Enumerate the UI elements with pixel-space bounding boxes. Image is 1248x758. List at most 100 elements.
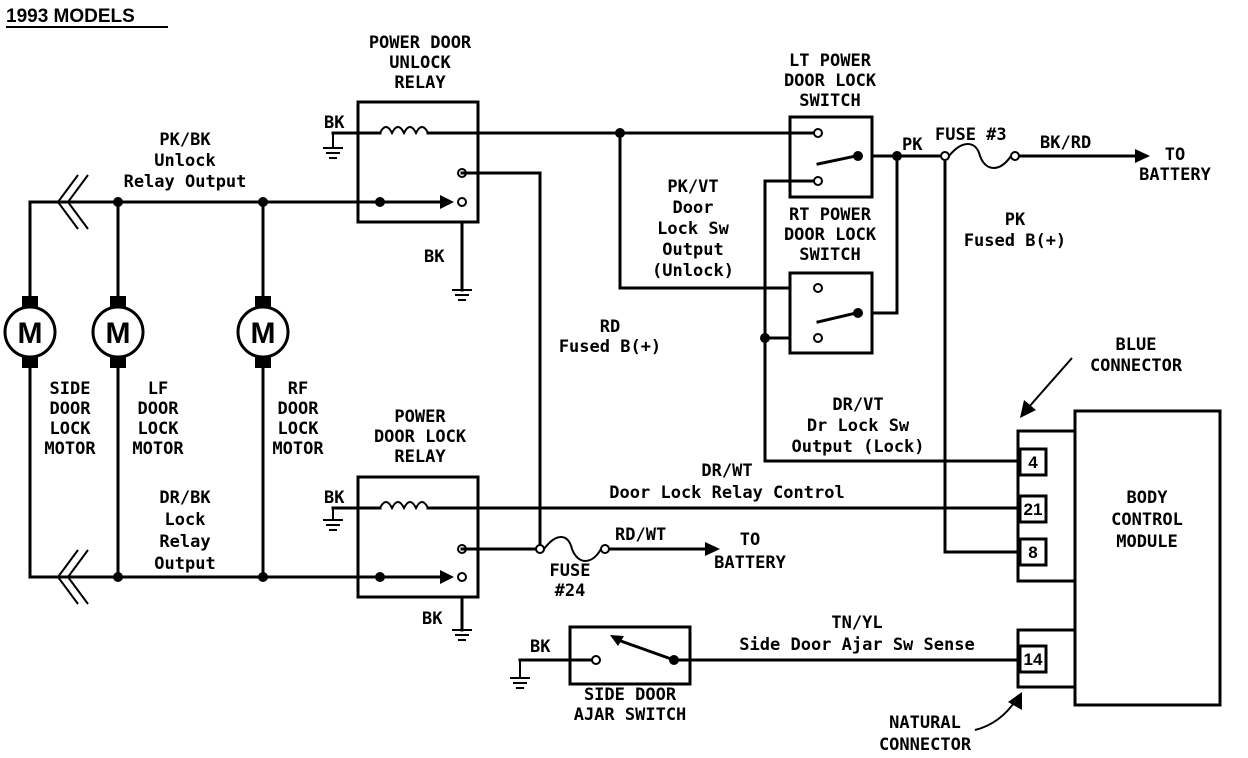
bcm-label: MODULE <box>1116 532 1177 552</box>
switch-pivot <box>853 308 863 318</box>
grounds <box>323 133 530 689</box>
side-motor-label: MOTOR <box>44 439 96 459</box>
bcm-label: BODY <box>1127 488 1169 508</box>
splice-rf-unlock <box>258 197 268 207</box>
chevron-icon <box>66 174 89 230</box>
switch-arrow-icon <box>610 635 624 646</box>
contact-dot <box>375 197 385 207</box>
splice-rf-lock <box>258 572 268 582</box>
wire-label-pk-vt: Output <box>662 240 723 260</box>
blue-connector-label: CONNECTOR <box>1090 356 1183 376</box>
wire-label-tn-yl: Side Door Ajar Sw Sense <box>739 635 974 655</box>
ground-label: BK <box>422 609 443 629</box>
lock-relay-label: POWER <box>394 407 446 427</box>
wire-label-pk-vt: PK/VT <box>667 177 718 197</box>
bcm-pin-4: 4 <box>1028 453 1038 472</box>
motor-brush-icon <box>110 356 126 368</box>
ajar-switch-box <box>568 625 692 686</box>
blue-connector-label: BLUE <box>1116 335 1157 355</box>
motor-icon <box>236 305 290 359</box>
unlock-relay-label: RELAY <box>394 73 446 93</box>
fuse-24 <box>535 536 610 562</box>
lt-switch-label: DOOR LOCK <box>784 71 877 91</box>
callout-line <box>1027 357 1073 409</box>
ground-label: BK <box>424 247 445 267</box>
bcm-label: CONTROL <box>1111 510 1183 530</box>
natural-connector-label: NATURAL <box>889 713 961 733</box>
natural-connector-label: CONNECTOR <box>879 735 972 755</box>
fuse-3 <box>940 143 1020 169</box>
callout-line <box>974 699 1017 731</box>
contact-terminal <box>457 572 467 582</box>
wire-label-pk-vt: Lock Sw <box>657 219 729 239</box>
arrow-icon <box>1135 149 1150 163</box>
wire-label-rd: RD <box>600 317 620 337</box>
contact-terminal <box>457 197 467 207</box>
wire-label-dr-vt: DR/VT <box>832 395 883 415</box>
motor-labels: SIDE DOOR LOCK MOTOR LF DOOR LOCK MOTOR … <box>44 379 324 459</box>
splice-lf-lock <box>113 572 123 582</box>
lf-motor-label: MOTOR <box>132 439 184 459</box>
fuse-terminal <box>600 544 610 554</box>
side-motor-label: DOOR <box>50 399 92 419</box>
wire-label-rd-wt: RD/WT <box>615 525 666 545</box>
motor-symbol: M <box>251 317 276 350</box>
splice-dr-vt <box>760 333 770 343</box>
wire-label-dr-bk: DR/BK <box>159 488 211 508</box>
lf-motor-label: LF <box>148 379 168 399</box>
wire-label-pk-fused: PK <box>1005 210 1026 230</box>
arrow-icon <box>1020 400 1036 418</box>
wire-rd-fused <box>460 171 542 551</box>
lt-switch-label: LT POWER <box>789 51 872 71</box>
unlock-relay <box>356 100 480 224</box>
splices <box>113 128 902 582</box>
fuse-terminal <box>940 151 950 161</box>
ground-label: BK <box>324 488 345 508</box>
bcm-pin-14: 14 <box>1024 650 1043 669</box>
connector-chevrons <box>56 174 89 605</box>
wire-label-tn-yl: TN/YL <box>831 613 882 633</box>
motor-symbol: M <box>18 317 43 350</box>
chevron-icon <box>56 549 79 605</box>
motor-brush-icon <box>255 356 271 368</box>
side-motor-label: LOCK <box>50 419 92 439</box>
wire-label-pk-bk: Relay Output <box>124 172 247 192</box>
wire-label-pk: PK <box>902 135 923 155</box>
unlock-relay-label: UNLOCK <box>389 53 451 73</box>
ajar-switch <box>568 625 692 686</box>
rt-switch-label: SWITCH <box>799 245 860 265</box>
fuse-24-label: FUSE <box>550 561 591 581</box>
wire-label-dr-bk: Relay <box>159 532 210 552</box>
ajar-switch-label: SIDE DOOR <box>584 685 677 705</box>
contact-arrow-icon <box>440 195 454 209</box>
rf-motor-label: DOOR <box>278 399 320 419</box>
motor-icon <box>91 305 145 359</box>
fuse-terminal <box>1010 151 1020 161</box>
wire-pk-fused <box>943 154 1020 554</box>
chevron-icon <box>56 174 79 230</box>
switch-terminal <box>813 128 823 138</box>
body-control-module <box>1016 409 1222 707</box>
fuse-icon <box>543 536 602 562</box>
unlock-relay-label: POWER DOOR <box>369 33 472 53</box>
wire-label-dr-bk: Lock <box>165 510 206 530</box>
to-battery-label: TO <box>1165 145 1185 165</box>
lock-relay-label: DOOR LOCK <box>374 427 467 447</box>
diagram-title: 1993 MODELS <box>6 6 135 27</box>
fuse-24-label: #24 <box>555 581 586 601</box>
ground-label: BK <box>324 113 345 133</box>
motor-brush-icon <box>255 296 271 308</box>
wire-pk-vt <box>618 131 820 290</box>
rf-motor-label: RF <box>288 379 308 399</box>
switch-terminal <box>591 655 601 665</box>
switch-blade-icon <box>816 154 858 166</box>
switch-terminal <box>813 176 823 186</box>
wire-label-dr-bk: Output <box>154 554 215 574</box>
lock-relay <box>356 475 480 599</box>
lock-relay-label: RELAY <box>394 447 446 467</box>
to-battery-label: BATTERY <box>714 553 786 573</box>
lf-motor-label: DOOR <box>138 399 180 419</box>
rf-motor-label: MOTOR <box>272 439 324 459</box>
motor-brush-icon <box>110 296 126 308</box>
